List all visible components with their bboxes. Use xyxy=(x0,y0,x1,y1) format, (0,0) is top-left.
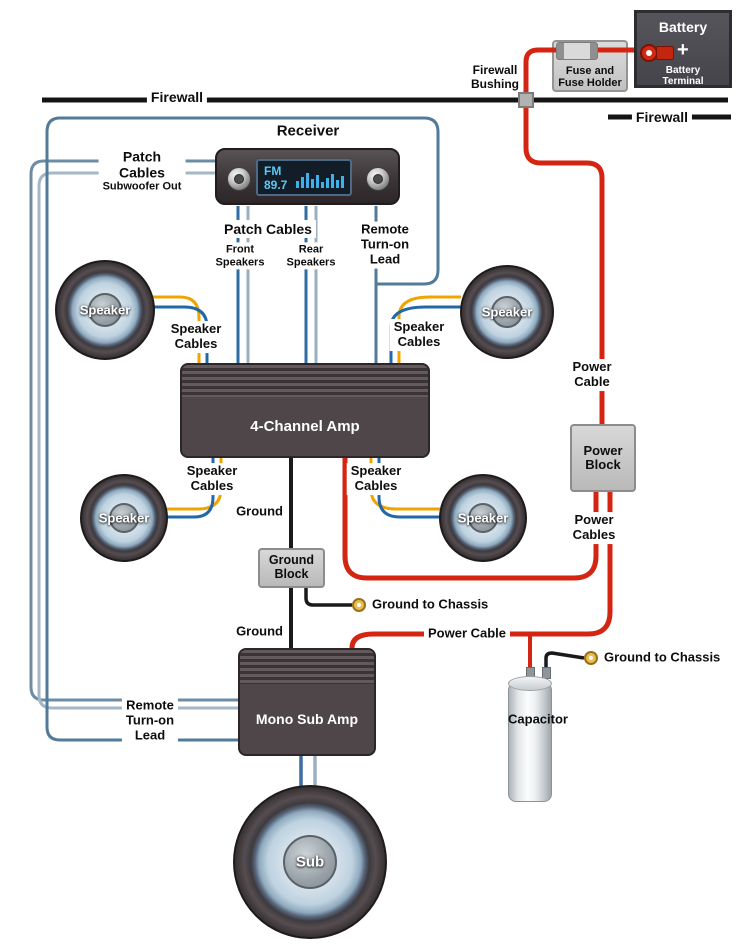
remote-turn-on-lead-label-top: Remote Turn-on Lead xyxy=(356,221,414,269)
firewall-label-right: Firewall xyxy=(631,107,693,127)
speaker-label: Speaker xyxy=(98,510,150,526)
ground-label-upper: Ground xyxy=(236,503,283,519)
speaker-cables-label-tl: Speaker Cables xyxy=(166,321,226,353)
speaker-label: Speaker xyxy=(481,304,533,320)
mono-sub-amp-label: Mono Sub Amp xyxy=(255,711,359,727)
battery-terminal-body xyxy=(656,46,674,60)
amp-heatsink-fins xyxy=(240,650,374,684)
power-cable-label-right: Power Cable xyxy=(568,359,616,391)
battery-title: Battery xyxy=(658,19,708,35)
speaker-rear-right: Speaker xyxy=(439,474,527,562)
speaker-cable-mr-blue xyxy=(377,458,440,519)
speaker-label: Speaker xyxy=(457,510,509,526)
capacitor-top-cap xyxy=(508,676,552,691)
speaker-rear-left: Speaker xyxy=(80,474,168,562)
frequency-readout: FM 89.7 xyxy=(264,163,288,192)
ground-to-chassis-wire-2 xyxy=(544,651,585,672)
capacitor-label: Capacitor xyxy=(508,711,568,727)
four-channel-amp-label: 4-Channel Amp xyxy=(250,418,360,435)
patch-cables-subwoofer-out-label: Patch Cables Subwoofer Out xyxy=(98,147,186,195)
firewall-label-left: Firewall xyxy=(146,87,208,107)
subwoofer-label: Sub xyxy=(295,853,325,871)
receiver: FM 89.7 xyxy=(215,148,400,205)
fuse-label-line1: Fuse and xyxy=(565,65,615,77)
speaker-front-right: Speaker xyxy=(460,265,554,359)
four-channel-amp: 4-Channel Amp xyxy=(180,363,430,458)
speaker-dust-cap xyxy=(467,502,499,534)
power-cable-block-to-4ch-amp xyxy=(342,458,599,581)
volume-knob-icon xyxy=(227,167,251,191)
front-speakers-label: Front Speakers xyxy=(211,242,269,270)
ring-terminal-icon xyxy=(584,651,598,665)
capacitor xyxy=(508,667,552,802)
battery-plus-sign: + xyxy=(677,39,689,61)
fuse-icon xyxy=(556,42,598,60)
ring-terminal-icon xyxy=(352,598,366,612)
rear-speakers-label: Rear Speakers xyxy=(282,242,340,270)
ground-label-lower: Ground xyxy=(236,623,283,639)
receiver-display: FM 89.7 xyxy=(256,159,352,196)
speaker-cables-label-tr: Speaker Cables xyxy=(389,319,449,351)
firewall-bushing-label: Firewall Bushing xyxy=(471,63,519,91)
remote-lead-to-mono-amp xyxy=(45,116,440,742)
power-cable-label-horizontal: Power Cable xyxy=(423,625,511,643)
spectrum-bars-icon xyxy=(296,168,344,188)
speaker-front-left: Speaker xyxy=(55,260,155,360)
speaker-cables-label-mr: Speaker Cables xyxy=(346,463,406,495)
battery-box: Battery + Battery Terminal xyxy=(634,10,732,88)
patch-cables-label: Patch Cables xyxy=(220,219,316,239)
speaker-cable-tr-yellow xyxy=(397,295,461,363)
speaker-dust-cap xyxy=(283,835,337,889)
receiver-label: Receiver xyxy=(276,122,340,140)
power-cables-label: Power Cables xyxy=(568,512,620,544)
subwoofer: Sub xyxy=(233,785,387,939)
speaker-cable-ml-blue xyxy=(167,458,215,519)
speaker-label: Speaker xyxy=(79,302,131,318)
ground-to-chassis-label-1: Ground to Chassis xyxy=(372,596,489,612)
firewall-bushing-icon xyxy=(518,92,534,108)
ground-to-chassis-label-2: Ground to Chassis xyxy=(604,649,721,665)
ground-block: Ground Block xyxy=(258,548,325,588)
speaker-cable-tl-yellow xyxy=(148,295,201,363)
battery-terminal-label: Battery Terminal xyxy=(662,65,704,87)
power-cable-battery-to-block xyxy=(523,47,646,424)
speaker-cables-label-ml: Speaker Cables xyxy=(182,463,242,495)
power-cable-block-to-mono-amp xyxy=(349,492,613,649)
speaker-dust-cap xyxy=(87,292,123,328)
speaker-dust-cap xyxy=(108,502,140,534)
fuse-label-line2: Fuse Holder xyxy=(558,77,622,90)
remote-turn-on-lead-label-bottom: Remote Turn-on Lead xyxy=(121,697,179,745)
ground-to-chassis-wire-1 xyxy=(304,588,352,607)
tuning-knob-icon xyxy=(366,167,390,191)
amp-heatsink-fins xyxy=(182,365,428,397)
power-block: Power Block xyxy=(570,424,636,492)
speaker-dust-cap xyxy=(490,295,524,329)
mono-sub-amp: Mono Sub Amp xyxy=(238,648,376,756)
